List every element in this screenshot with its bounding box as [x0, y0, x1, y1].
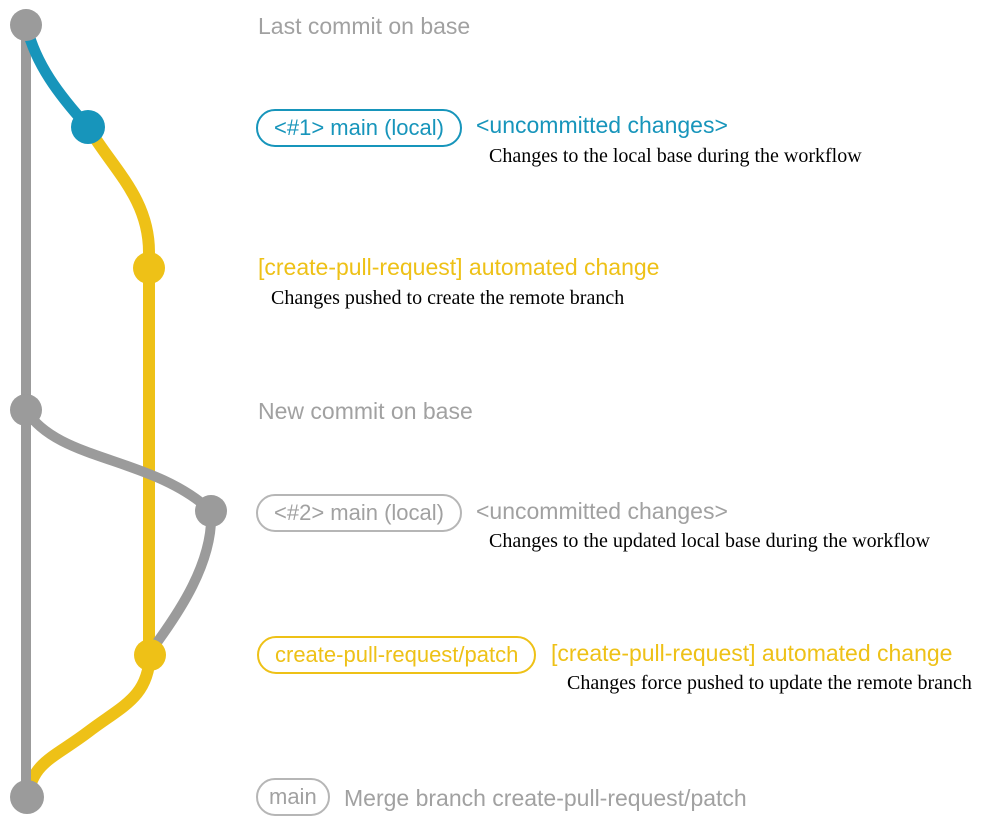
- badge-main: main: [256, 778, 330, 816]
- badge-create-pull-request-patch: create-pull-request/patch: [257, 636, 537, 674]
- commit-dot-merge: [10, 780, 44, 814]
- local-main1-branch-curve: [21, 22, 94, 133]
- desc-local-base-changes: Changes to the local base during the wor…: [489, 145, 862, 167]
- commit-dot-main-local-2: [195, 495, 227, 527]
- desc-updated-local-base-changes: Changes to the updated local base during…: [489, 530, 930, 552]
- commit-dot-main-local-1: [71, 110, 105, 144]
- local-main2-rebase-curve: [148, 506, 217, 653]
- label-new-commit-on-base: New commit on base: [258, 398, 473, 424]
- badge-main-local-2: <#2> main (local): [256, 494, 462, 532]
- commit-dot-automated-change-1: [133, 252, 165, 284]
- label-last-commit-on-base: Last commit on base: [258, 13, 471, 39]
- pr-branch-line: [82, 121, 155, 661]
- desc-pushed-create-remote-branch: Changes pushed to create the remote bran…: [271, 287, 625, 309]
- pr-merge-curve: [22, 649, 156, 801]
- local-main2-branch-curve: [21, 405, 216, 516]
- commit-dot-last-base: [10, 9, 42, 41]
- commit-dot-automated-change-2: [134, 639, 166, 671]
- title-uncommitted-changes-1: <uncommitted changes>: [476, 112, 728, 138]
- title-automated-change-1: [create-pull-request] automated change: [258, 254, 660, 280]
- desc-force-pushed-update-remote-branch: Changes force pushed to update the remot…: [567, 672, 972, 694]
- badge-main-local-1: <#1> main (local): [256, 109, 462, 147]
- commit-dot-new-base: [10, 394, 42, 426]
- title-merge-branch: Merge branch create-pull-request/patch: [344, 785, 747, 811]
- title-automated-change-2: [create-pull-request] automated change: [551, 640, 953, 666]
- title-uncommitted-changes-2: <uncommitted changes>: [476, 498, 728, 524]
